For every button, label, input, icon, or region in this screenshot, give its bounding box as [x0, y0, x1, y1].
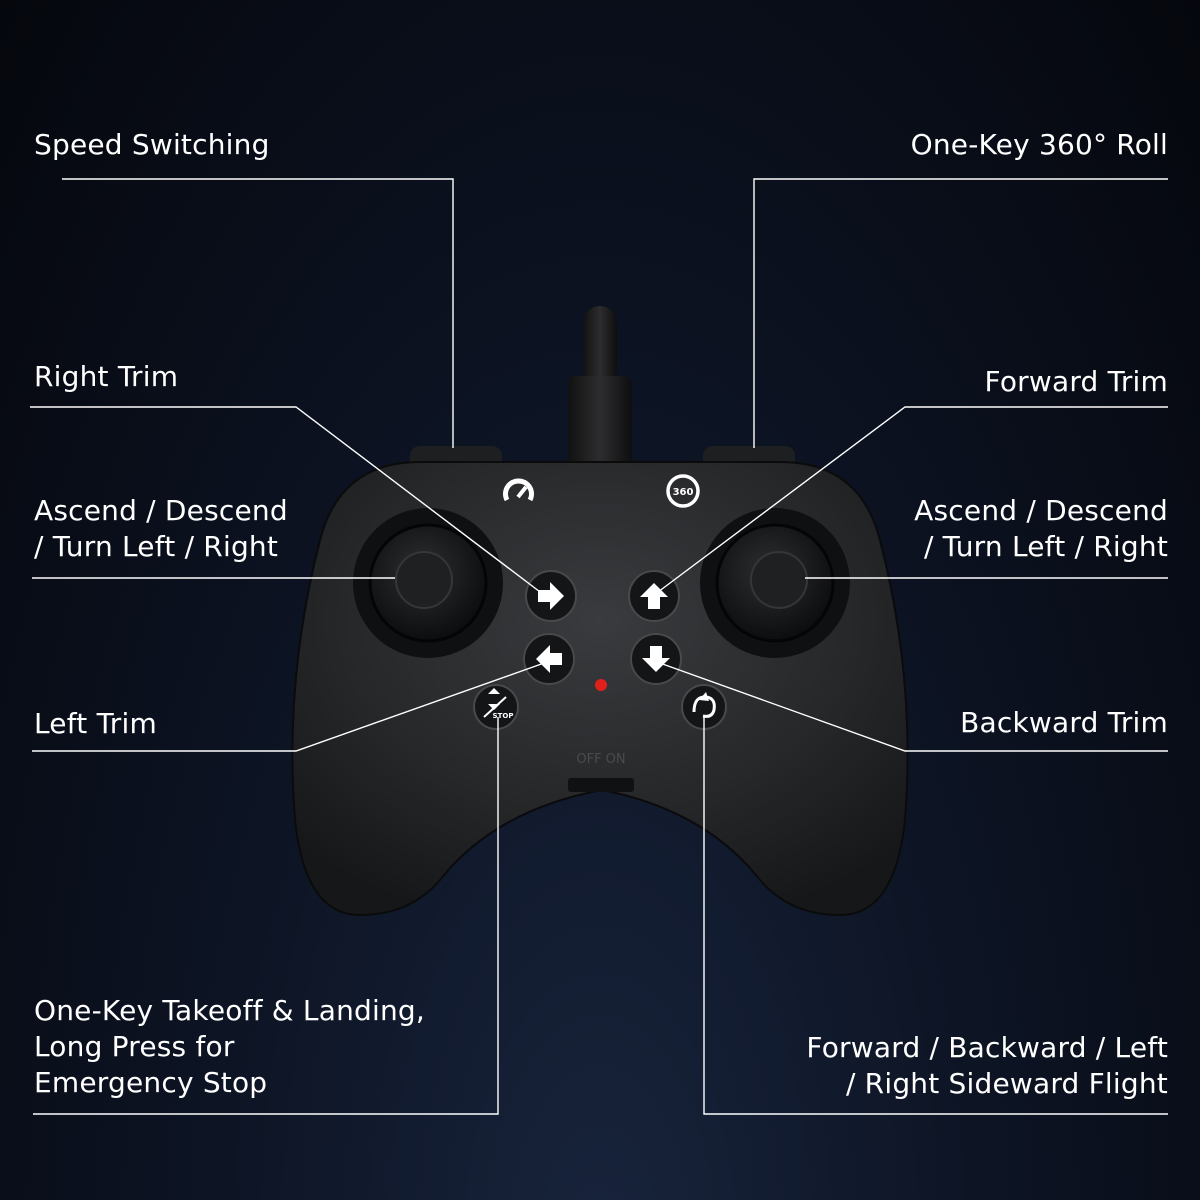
takeoff-landing-label: One-Key Takeoff & Landing, Long Press fo… [34, 993, 425, 1101]
leader-one-key-roll [753, 178, 1168, 448]
left-trim-label: Left Trim [34, 707, 157, 740]
sideward-flight-icon [692, 695, 716, 718]
left-stick-label: Ascend / Descend / Turn Left / Right [34, 493, 288, 565]
roll-360-text: 360 [673, 487, 694, 498]
left-stick-label-line-1: Ascend / Descend [34, 494, 288, 527]
arrow-left-icon [536, 645, 562, 673]
leader-forward-trim [649, 406, 1168, 599]
speed-switching-label: Speed Switching [34, 128, 270, 161]
right-trim-label: Right Trim [34, 360, 179, 393]
takeoff-landing-label-line-1: One-Key Takeoff & Landing, [34, 994, 426, 1027]
takeoff-landing-button[interactable]: STOP [473, 684, 519, 730]
roll-360-icon[interactable]: 360 [666, 474, 700, 508]
one-key-roll-label: One-Key 360° Roll [910, 128, 1168, 161]
backward-trim-label: Backward Trim [960, 706, 1168, 739]
power-led [595, 679, 607, 691]
stop-text: STOP [493, 712, 514, 720]
power-switch-label: OFF ON [576, 752, 625, 767]
right-stick-label-line-1: Ascend / Descend [914, 494, 1168, 527]
takeoff-landing-label-line-2: Long Press for [34, 1030, 235, 1063]
backward-trim-button[interactable] [630, 633, 682, 685]
arrow-up-icon [640, 583, 668, 609]
antenna [568, 306, 632, 466]
speedometer-icon[interactable] [503, 478, 534, 502]
left-joystick[interactable] [353, 508, 503, 658]
right-stick-label: Ascend / Descend / Turn Left / Right [914, 493, 1168, 565]
sideward-flight-label: Forward / Backward / Left / Right Sidewa… [806, 1030, 1168, 1102]
leader-lines [30, 178, 1168, 1115]
right-joystick[interactable] [700, 508, 850, 658]
power-switch[interactable] [568, 778, 634, 792]
sideward-flight-label-line-2: / Right Sideward Flight [845, 1067, 1168, 1100]
leader-speed-switching [62, 178, 454, 448]
left-stick-label-line-2: / Turn Left / Right [34, 530, 279, 563]
leader-takeoff-landing [33, 717, 499, 1115]
right-stick-label-line-2: / Turn Left / Right [923, 530, 1168, 563]
leader-right-trim [30, 406, 549, 599]
sideward-flight-label-line-1: Forward / Backward / Left [806, 1031, 1168, 1064]
arrow-down-icon [642, 646, 670, 672]
forward-trim-button[interactable] [628, 570, 680, 622]
forward-trim-label: Forward Trim [984, 365, 1168, 398]
takeoff-landing-label-line-3: Emergency Stop [34, 1066, 268, 1099]
arrow-right-icon [538, 582, 564, 610]
right-trim-button[interactable] [525, 570, 577, 622]
leader-left-trim [32, 661, 548, 752]
leader-backward-trim [656, 661, 1168, 752]
left-trim-button[interactable] [523, 633, 575, 685]
leader-sideward-flight [703, 717, 1168, 1115]
